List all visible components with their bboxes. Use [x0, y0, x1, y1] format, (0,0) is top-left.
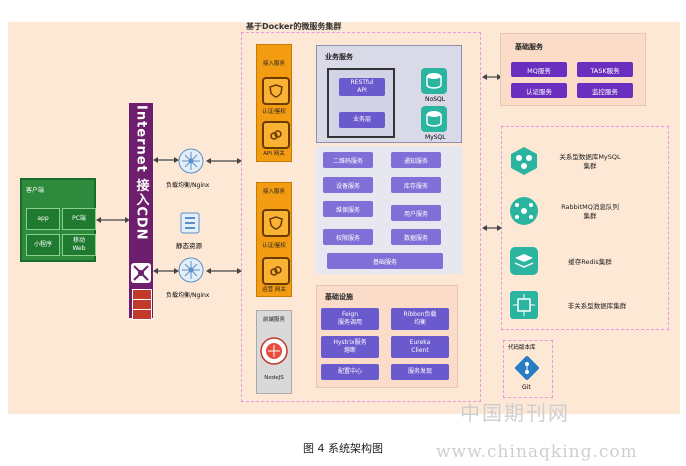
restful-api-box[interactable]: RESTful API [339, 78, 385, 96]
gw2-top-label: 接入服务 [262, 189, 285, 195]
feign-box[interactable]: Feign 服务调用 [321, 308, 379, 330]
client-cdn-arrow [96, 217, 130, 223]
basic-title: 基础服务 [515, 43, 543, 51]
monitor-service[interactable]: 监控服务 [577, 83, 633, 98]
basic-service-block: 基础服务 MQ服务 TASK服务 认证服务 监控服务 [500, 33, 646, 106]
mysql-cluster-label: 关系型数据库MySQL 集群 [559, 153, 621, 170]
lb1-label: 负载均衡/Nginx [166, 182, 210, 189]
business-layer-box[interactable]: 业务层 [339, 112, 385, 128]
user-service[interactable]: 用户服务 [391, 205, 441, 221]
git-icon [515, 356, 539, 380]
microservice-cluster-region [241, 32, 481, 402]
gw1-top-label: 接入服务 [262, 61, 285, 67]
nginx-lb-icon [178, 148, 204, 174]
rabbitmq-cluster-label: RabbitMQ消息队列 集群 [561, 203, 619, 220]
shield-icon [262, 209, 290, 237]
nosql-label: NoSQL [425, 96, 446, 103]
client-mobile-web[interactable]: 移动 Web [62, 234, 96, 256]
repo-region [503, 340, 553, 398]
diagram-title: 基于Docker的微服务集群 [246, 22, 342, 31]
api-layer-box: RESTful API 业务层 [327, 68, 395, 138]
firewall-icon [132, 309, 152, 320]
cdn-lb1-arrow [153, 157, 179, 163]
static-resource-label: 静态资源 [176, 242, 202, 250]
hystrix-box[interactable]: Hystrix服务 熔断 [321, 336, 379, 358]
lb2-gateway-arrow [206, 268, 242, 274]
mysql-cluster-icon [511, 147, 537, 175]
api-gateway[interactable]: 接入服务 认证/鉴权 API 网关 [256, 44, 292, 162]
repo-title: 代码版本库 [508, 345, 536, 351]
cdn-label: Internet 接入CDN [133, 105, 149, 241]
eureka-box[interactable]: Eureka Client [391, 336, 449, 358]
watermark-url: www.chinaqking.com [436, 442, 638, 462]
nosql-cluster-label: 非关系型数据库集群 [567, 302, 627, 310]
config-center-box[interactable]: 配置中心 [321, 364, 379, 380]
auth-service[interactable]: 认证服务 [511, 83, 567, 98]
data-service[interactable]: 数据服务 [391, 229, 441, 245]
mq-service[interactable]: MQ服务 [511, 62, 567, 77]
client-app[interactable]: app [26, 208, 60, 230]
lb2-label: 负载均衡/Nginx [166, 292, 210, 299]
permission-service[interactable]: 权限服务 [323, 229, 373, 245]
gw2-mid-label: 认证/鉴权 [262, 243, 286, 249]
client-label: 客户端 [26, 187, 45, 194]
ribbon-box[interactable]: Ribbon负载 均衡 [391, 308, 449, 330]
rabbitmq-cluster-icon [510, 197, 538, 225]
redis-cluster-label: 缓存Redis集群 [568, 258, 612, 266]
static-resource-icon [180, 212, 200, 234]
gw1-bottom-label: API 网关 [263, 151, 285, 157]
watermark-cn: 中国期刊网 [460, 401, 570, 425]
gw2-bottom-label: 运营 网关 [262, 287, 286, 293]
frontend-bottom-label: NodeJS [264, 375, 284, 381]
notify-service[interactable]: 通知服务 [391, 152, 441, 168]
gw1-mid-label: 认证/鉴权 [262, 109, 286, 115]
repo-name: Git [522, 384, 531, 391]
lb1-gateway-arrow [206, 158, 242, 164]
device-service[interactable]: 设备服务 [323, 177, 373, 193]
client-box: 客户端 app PC端 小程序 移动 Web [20, 178, 96, 262]
mysql-db-icon [421, 106, 447, 132]
cdn-lb2-arrow [153, 268, 179, 274]
ops-gateway[interactable]: 接入服务 认证/鉴权 运营 网关 [256, 182, 292, 297]
nodejs-icon [260, 337, 288, 365]
biz-basic-arrow [482, 74, 502, 80]
qrcode-service[interactable]: 二维码服务 [323, 152, 373, 168]
infra-title: 基础设施 [325, 293, 353, 301]
client-miniprogram[interactable]: 小程序 [26, 234, 60, 256]
shield-icon [262, 77, 290, 105]
base-service[interactable]: 基础服务 [327, 253, 443, 269]
frontend-service[interactable]: 前端服务 NodeJS [256, 310, 292, 394]
task-service[interactable]: TASK服务 [577, 62, 633, 77]
network-hub-icon [131, 263, 151, 283]
service-discovery-box[interactable]: 服务发现 [391, 364, 449, 380]
client-pc[interactable]: PC端 [62, 208, 96, 230]
nosql-cluster-icon [510, 291, 538, 319]
mysql-label: MySQL [425, 134, 446, 141]
nosql-db-icon [421, 68, 447, 94]
svc-cluster-arrow [482, 225, 502, 231]
frontend-top-label: 前端服务 [262, 317, 285, 323]
stock-service[interactable]: 库存服务 [391, 177, 441, 193]
business-title: 业务服务 [325, 53, 353, 61]
link-icon [262, 257, 290, 285]
business-service-block: 业务服务 RESTful API 业务层 NoSQL MySQL [316, 45, 462, 143]
redis-cluster-icon [510, 247, 538, 275]
maintenance-service[interactable]: 维保服务 [323, 201, 373, 217]
link-icon [262, 121, 290, 149]
figure-caption: 图 4 系统架构图 [303, 442, 383, 455]
nginx-lb-icon [178, 257, 204, 283]
internet-cdn-bar: Internet 接入CDN [129, 103, 153, 320]
